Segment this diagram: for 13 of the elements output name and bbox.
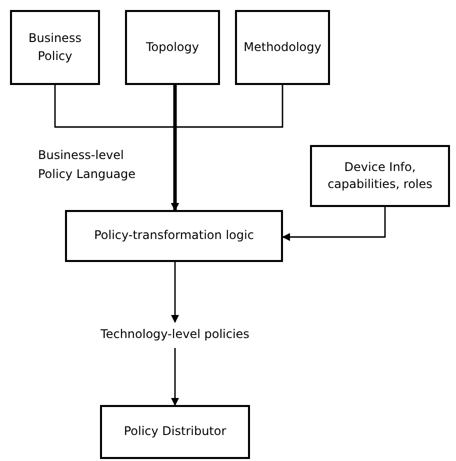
flow-text: Technology-level policies	[70, 322, 280, 348]
arrow	[171, 85, 284, 211]
process-box: Business Policy	[10, 10, 100, 85]
arrow	[171, 262, 179, 323]
flow-label: Business-level Policy Language	[38, 147, 137, 184]
process-box: Policy Distributor	[100, 405, 250, 459]
process-box: Topology	[125, 10, 220, 85]
process-box: Device Info, capabilities, roles	[310, 145, 450, 207]
process-box: Methodology	[235, 10, 330, 85]
process-box: Policy-transformation logic	[65, 210, 283, 262]
arrow	[171, 85, 179, 211]
arrow	[282, 207, 386, 241]
arrow	[171, 348, 179, 406]
